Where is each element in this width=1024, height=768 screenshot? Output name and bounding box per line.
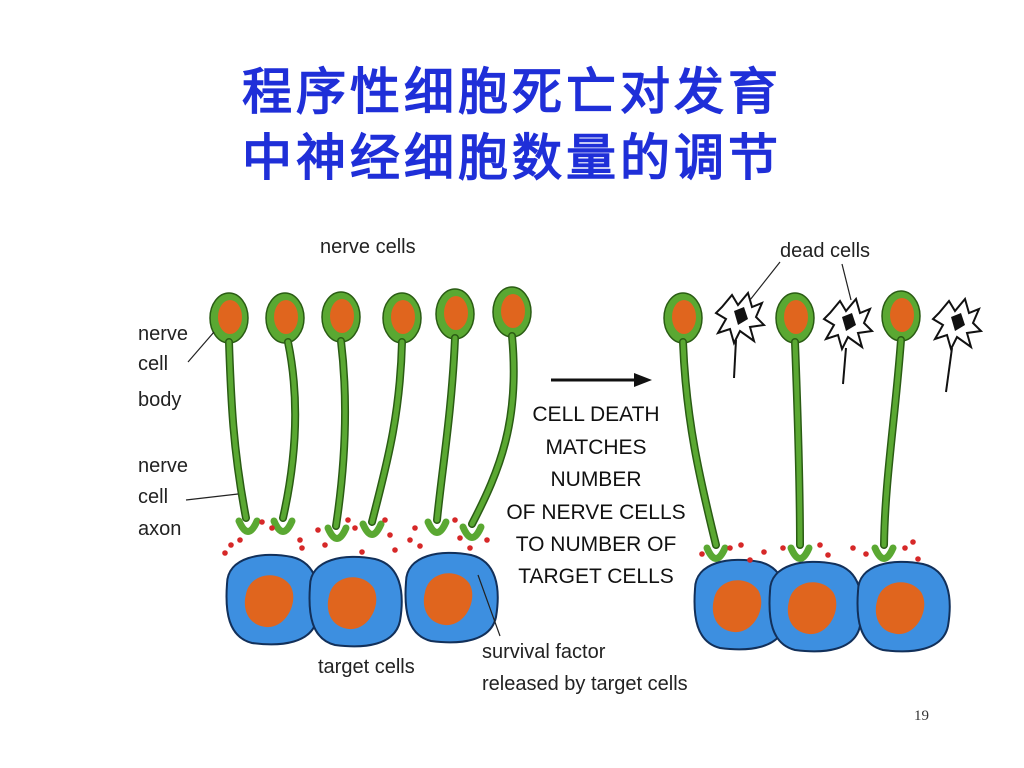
surviving-nerve-cell-1	[663, 292, 703, 344]
target-cell-2	[308, 555, 403, 648]
survival-factor-dots-right	[699, 539, 921, 563]
slide-title-line-1: 程序性细胞死亡对发育	[242, 62, 782, 121]
nerve-cell-body-5	[435, 288, 475, 340]
svg-text:released by target cells: released by target cells	[482, 673, 688, 695]
surviving-axon-1	[680, 339, 719, 548]
slide-title-line-2: 中神经细胞数量的调节	[242, 128, 782, 187]
label-target-cells: target cells	[318, 656, 415, 678]
svg-text:survival factor: survival factor	[482, 641, 606, 663]
nerve-cell-body-3	[321, 291, 361, 343]
svg-text:MATCHES: MATCHES	[545, 436, 646, 459]
axon-terminal-1	[239, 521, 257, 532]
right-target-cell-2	[768, 560, 863, 653]
axon-terminal-2	[274, 521, 292, 532]
surviving-terminal-1	[707, 548, 725, 559]
axon-4	[369, 339, 405, 525]
nerve-cell-body-1	[209, 292, 249, 344]
svg-text:OF NERVE CELLS: OF NERVE CELLS	[506, 501, 685, 524]
target-cell-3	[404, 551, 499, 644]
label-dead-cells: dead cells	[780, 240, 870, 262]
svg-text:TO NUMBER OF: TO NUMBER OF	[516, 533, 677, 556]
axon-3	[333, 338, 348, 529]
surviving-axon-2	[792, 339, 803, 548]
label-survival-factor: survival factor released by target cells	[482, 641, 688, 695]
surviving-nerve-cell-2	[775, 292, 815, 344]
nerve-cell-body-2	[265, 292, 305, 344]
dead-cell-1	[715, 292, 765, 344]
svg-text:NUMBER: NUMBER	[550, 468, 641, 491]
right-dead-cells	[715, 292, 982, 393]
surviving-axon-3	[881, 337, 904, 548]
left-nerve-cells	[209, 286, 532, 539]
svg-text:cell: cell	[138, 353, 168, 375]
nerve-cell-body-4	[382, 292, 422, 344]
dead-cell-3	[932, 298, 982, 350]
right-surviving-nerve-cells	[663, 290, 921, 559]
axon-5	[434, 335, 458, 523]
transition-arrow	[551, 373, 652, 387]
label-nerve-cells: nerve cells	[320, 236, 416, 258]
axon-2	[280, 339, 298, 521]
nerve-cell-body-6	[492, 286, 532, 338]
survival-factor-dots-left	[222, 517, 490, 556]
axon-1	[226, 339, 249, 521]
target-cell-1	[225, 553, 320, 646]
page-number: 19	[914, 708, 929, 724]
dead-cell-2	[823, 298, 873, 350]
svg-text:CELL DEATH: CELL DEATH	[532, 403, 659, 426]
right-target-cells	[693, 558, 951, 653]
axon-terminal-6	[463, 527, 481, 538]
label-nerve-cell-axon: nerve cell axon	[138, 455, 188, 540]
surviving-terminal-2	[791, 548, 809, 559]
surviving-terminal-3	[875, 548, 893, 559]
right-target-cell-3	[856, 560, 951, 653]
svg-text:body: body	[138, 389, 181, 411]
svg-text:axon: axon	[138, 518, 181, 540]
surviving-nerve-cell-3	[881, 290, 921, 342]
label-nerve-cell-body: nerve cell body	[138, 323, 188, 411]
axon-6	[469, 333, 517, 527]
svg-text:nerve: nerve	[138, 323, 188, 345]
left-target-cells	[225, 551, 499, 648]
svg-text:TARGET CELLS: TARGET CELLS	[518, 565, 674, 588]
svg-text:nerve: nerve	[138, 455, 188, 477]
center-explanation-text: CELL DEATH MATCHES NUMBER OF NERVE CELLS…	[506, 403, 685, 588]
svg-text:cell: cell	[138, 486, 168, 508]
